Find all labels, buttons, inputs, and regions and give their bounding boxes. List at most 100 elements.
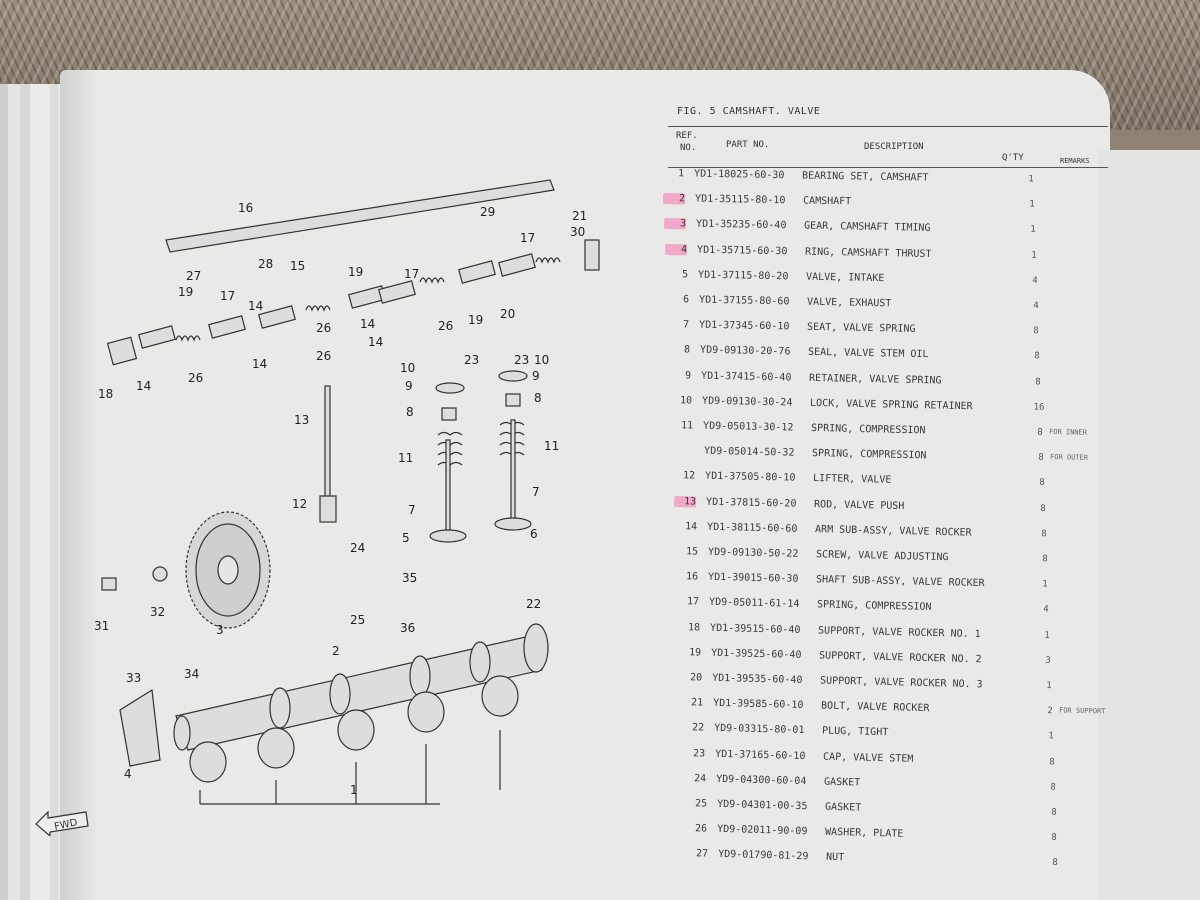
part-number: YD1-37505-80-10	[704, 471, 796, 485]
header-part-no: PART NO.	[726, 140, 770, 150]
callout-number: 35	[402, 571, 417, 585]
part-quantity: 2	[1047, 706, 1053, 717]
part-description: GASKET	[823, 776, 860, 789]
part-quantity: 4	[1031, 275, 1038, 286]
callout-number: 8	[406, 405, 414, 419]
callout-number: 21	[572, 209, 587, 223]
part-description: BEARING SET, CAMSHAFT	[801, 170, 929, 184]
part-description: CAMSHAFT	[802, 195, 852, 208]
callout-number: 26	[316, 321, 331, 335]
ref-number: 21	[690, 697, 704, 709]
ref-number: 10	[680, 395, 693, 407]
part-description: LOCK, VALVE SPRING RETAINER	[810, 397, 973, 413]
callout-number: 19	[348, 265, 363, 279]
part-quantity: 1	[1042, 579, 1049, 590]
callout-number: 24	[350, 541, 365, 555]
part-remarks: FOR INNER	[1048, 427, 1088, 437]
callout-number: 28	[258, 257, 273, 271]
part-number: YD1-39015-60-30	[708, 571, 799, 586]
part-quantity: 8	[1041, 554, 1048, 565]
camshaft-timing-gear	[185, 511, 271, 629]
ref-number: 7	[683, 319, 690, 331]
part-description: RING, CAMSHAFT THRUST	[804, 246, 932, 260]
callout-number: 12	[292, 497, 307, 511]
valve-lifter	[319, 495, 337, 523]
ref-number: 26	[695, 823, 708, 835]
part-quantity: 8	[1049, 782, 1056, 793]
part-quantity: 4	[1043, 604, 1050, 616]
callout-number: 17	[404, 267, 419, 281]
callout-number: 1	[350, 783, 358, 797]
part-number: YD1-35115-80-10	[694, 193, 786, 207]
part-quantity: 8	[1039, 478, 1045, 489]
part-number: YD9-03315-80-01	[713, 723, 805, 737]
figure-title: FIG. 5 CAMSHAFT. VALVE	[677, 106, 821, 117]
ref-number: 3	[663, 218, 686, 230]
callout-number: 14	[368, 335, 383, 349]
part-description: PLUG, TIGHT	[821, 725, 889, 739]
part-number: YD1-18025-60-30	[693, 168, 785, 182]
parts-table-header: REF. NO. PART NO. DESCRIPTION Q'TY REMAR…	[668, 126, 1108, 168]
callout-number: 11	[544, 439, 559, 453]
header-description: DESCRIPTION	[864, 142, 924, 152]
part-number: YD1-39525-60-40	[711, 647, 802, 661]
part-quantity: 8	[1034, 351, 1041, 362]
callout-number: 34	[184, 667, 199, 681]
callout-number: 8	[534, 391, 542, 405]
callout-number: 26	[438, 319, 453, 333]
ref-number: 24	[693, 773, 706, 785]
catalog-page	[60, 70, 1110, 900]
callout-number: 22	[526, 597, 541, 611]
fwd-arrow-icon: FWD	[35, 810, 89, 836]
callout-number: 10	[534, 353, 549, 367]
callout-number: 20	[500, 307, 515, 321]
callout-number: 14	[136, 379, 151, 393]
part-description: GEAR, CAMSHAFT TIMING	[803, 220, 931, 235]
callout-number: 13	[294, 413, 309, 427]
part-description: SHAFT SUB-ASSY, VALVE ROCKER	[816, 574, 986, 590]
part-description: BOLT, VALVE ROCKER	[820, 700, 930, 715]
part-number: YD1-39585-60-10	[712, 697, 804, 712]
callout-number: 11	[398, 451, 413, 465]
part-quantity: 1	[1030, 225, 1036, 236]
part-number: YD9-05014-50-32	[703, 445, 795, 459]
part-quantity: 8	[1052, 858, 1059, 869]
callout-number: 6	[530, 527, 538, 541]
push-rod	[324, 385, 331, 499]
ref-number: 13	[673, 495, 696, 508]
next-page-edge	[1098, 150, 1200, 900]
ref-number: 5	[681, 269, 688, 281]
ref-number: 19	[689, 647, 702, 659]
ref-number: 27	[696, 848, 709, 860]
part-description: SEAL, VALVE STEM OIL	[808, 347, 929, 361]
washer	[152, 566, 168, 582]
header-ref: REF.	[676, 131, 698, 141]
part-description: RETAINER, VALVE SPRING	[809, 372, 942, 387]
thrust-ring	[119, 688, 161, 767]
gear-bolt	[101, 577, 117, 591]
part-quantity: 1	[1028, 174, 1034, 185]
callout-number: 26	[316, 349, 331, 363]
part-number: YD9-09130-30-24	[702, 395, 793, 409]
part-number: YD9-02011-90-09	[717, 824, 808, 838]
part-description: VALVE, INTAKE	[805, 271, 885, 284]
part-number: YD1-35235-60-40	[695, 218, 787, 232]
ref-number: 25	[694, 798, 707, 810]
callout-number: 3	[216, 623, 224, 637]
part-description: VALVE, EXHAUST	[806, 296, 891, 310]
header-qty: Q'TY	[1002, 153, 1024, 163]
camshaft	[173, 623, 549, 751]
callout-number: 17	[520, 231, 535, 245]
part-description: ROD, VALVE PUSH	[813, 498, 905, 512]
callout-number: 19	[178, 285, 193, 299]
part-description: WASHER, PLATE	[825, 826, 904, 840]
rocker-shaft	[165, 179, 555, 253]
part-quantity: 8	[1050, 807, 1057, 818]
callout-number: 27	[186, 269, 201, 283]
header-ref-no: NO.	[680, 143, 697, 153]
part-quantity: 1	[1030, 250, 1037, 261]
callout-number: 23	[464, 353, 479, 367]
part-number: YD9-01790-81-29	[718, 849, 809, 863]
part-quantity: 8	[1038, 452, 1044, 464]
callout-number: 10	[400, 361, 415, 375]
